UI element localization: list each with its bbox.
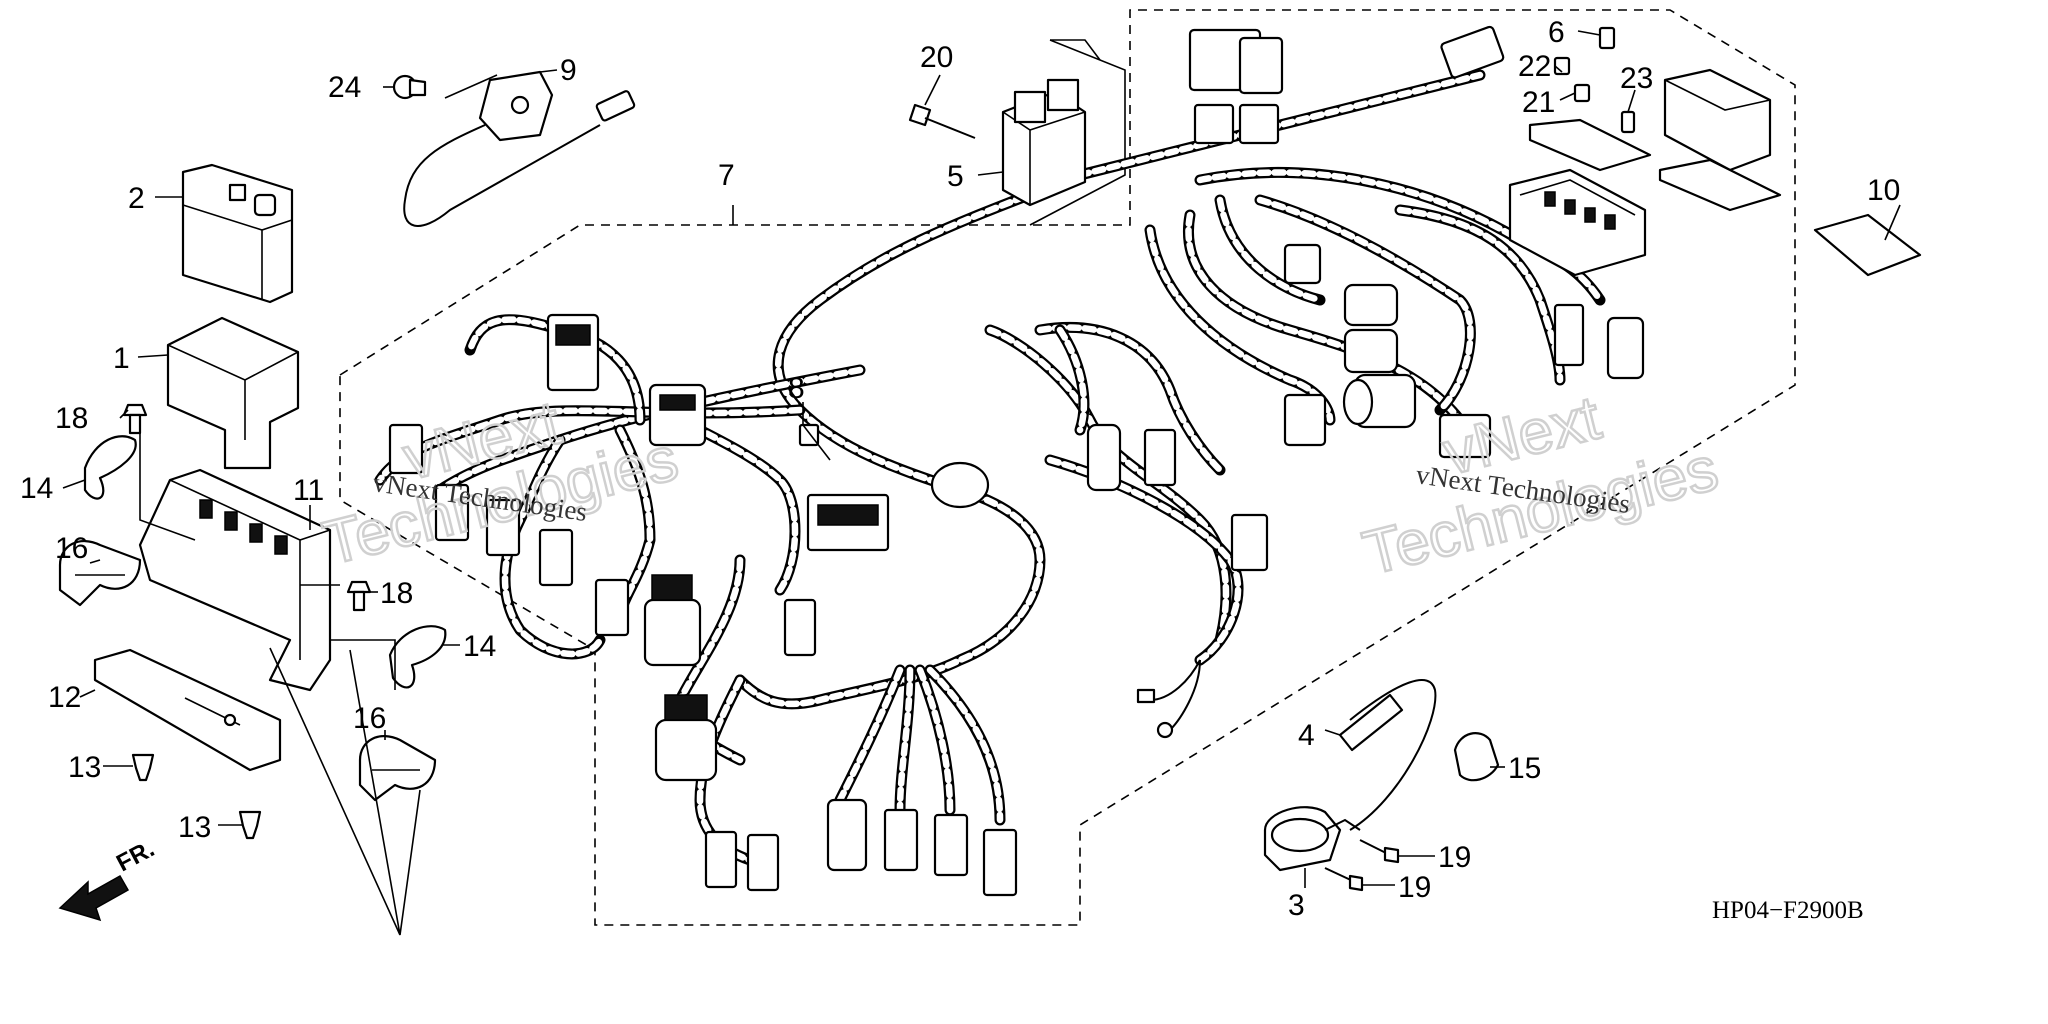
- part-11-bracket: [138, 468, 332, 692]
- diagram-code: HP04−F2900B: [1712, 897, 1864, 924]
- part-1-module: [166, 316, 300, 470]
- callout-21: 21: [1522, 86, 1555, 119]
- callout-16a: 16: [55, 532, 88, 565]
- callout-6: 6: [1548, 16, 1565, 49]
- part-10-label: [1813, 213, 1922, 277]
- callout-leaders: [62, 30, 1901, 888]
- callout-15: 15: [1508, 752, 1541, 785]
- callout-numbers: 1 2 3 4 5 6 7 8 9 10 11 12 13 13 14 14 1…: [20, 16, 1900, 922]
- harness-connectors: [388, 25, 1645, 897]
- callout-9: 9: [560, 54, 577, 87]
- part-13-clip-upper: [131, 753, 155, 782]
- part-19-bolts: [1324, 839, 1400, 892]
- part-13-clip-lower: [238, 810, 262, 840]
- callout-1: 1: [113, 342, 130, 375]
- part-16-clamp-right: [358, 735, 437, 802]
- part-14-clip-right: [388, 625, 447, 689]
- callout-20: 20: [920, 41, 953, 74]
- callout-3: 3: [1288, 889, 1305, 922]
- part-14-clip-left: [83, 435, 137, 500]
- part-2-relay-unit: [181, 163, 294, 304]
- callout-8: 8: [788, 372, 805, 405]
- main-wire-harness: [374, 69, 1606, 866]
- callout-13a: 13: [68, 751, 101, 784]
- part-16-clamp-left: [58, 540, 142, 607]
- part-4-cable: [1338, 679, 1437, 831]
- callout-19a: 19: [1438, 841, 1471, 874]
- callout-12: 12: [48, 681, 81, 714]
- part-8-connector: [798, 423, 820, 447]
- callout-13b: 13: [178, 811, 211, 844]
- callout-7: 7: [718, 159, 735, 192]
- part-3-switch: [1263, 806, 1361, 872]
- part-24-bolt: [392, 74, 427, 100]
- regulator-group-outline: [1029, 39, 1126, 226]
- callout-23: 23: [1620, 62, 1653, 95]
- callout-18b: 18: [380, 577, 413, 610]
- part-9-sensor: [403, 70, 636, 227]
- callout-10: 10: [1867, 174, 1900, 207]
- front-direction-arrow: FR.: [58, 835, 159, 922]
- fuse-box: [1508, 26, 1782, 277]
- callout-5: 5: [947, 160, 964, 193]
- clamp-leader-lines: [269, 647, 421, 936]
- harness-grommet: [930, 461, 990, 509]
- part-15-clip: [1453, 732, 1500, 782]
- callout-18a: 18: [55, 402, 88, 435]
- callout-16b: 16: [353, 702, 386, 735]
- callout-11: 11: [293, 474, 324, 507]
- callout-4: 4: [1298, 719, 1315, 752]
- part-18-bolt-mid: [346, 580, 372, 612]
- callout-14b: 14: [463, 630, 496, 663]
- front-arrow-label: FR.: [112, 835, 159, 877]
- part-20-bolt: [908, 103, 976, 139]
- part-12-cover: [93, 648, 282, 772]
- part-18-bolt-top: [122, 403, 148, 435]
- part-5-regulator: [1001, 78, 1087, 207]
- callout-19b: 19: [1398, 871, 1431, 904]
- callout-14a: 14: [20, 472, 53, 505]
- callout-24: 24: [328, 71, 361, 104]
- callout-22: 22: [1518, 50, 1551, 83]
- callout-2: 2: [128, 182, 145, 215]
